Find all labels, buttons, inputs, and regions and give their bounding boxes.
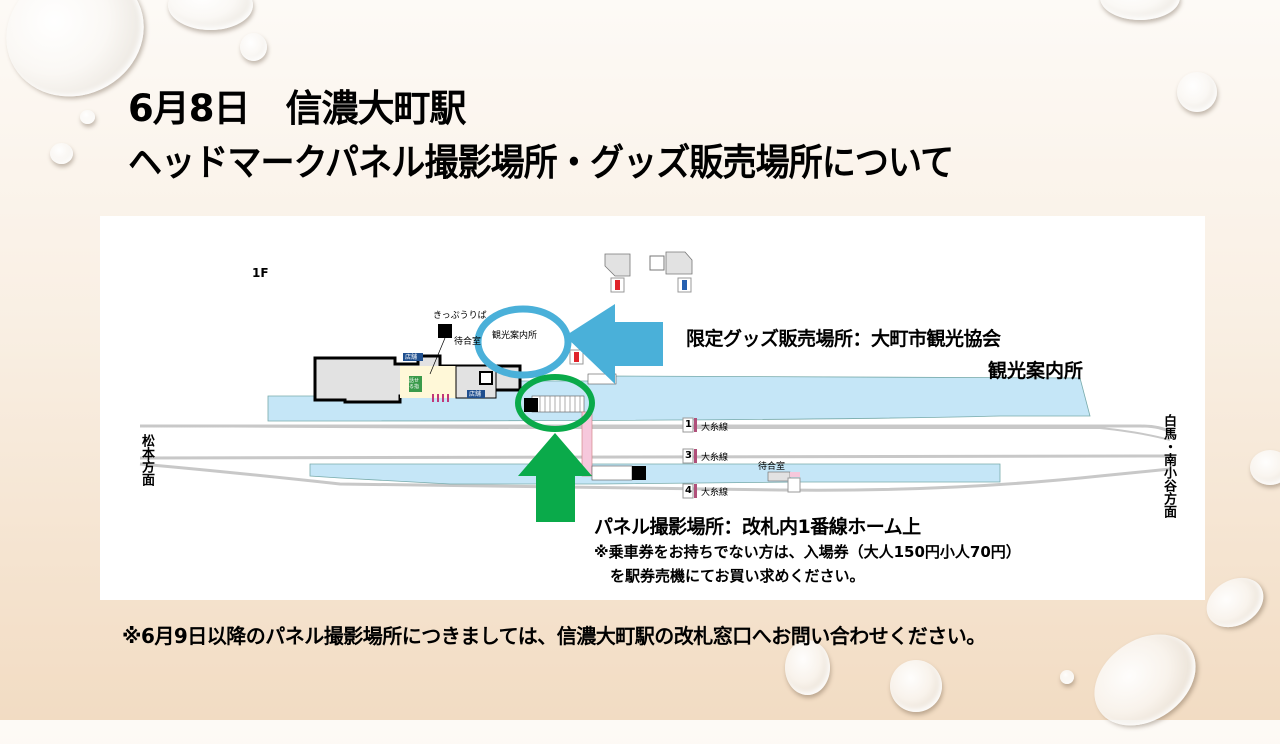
- shop-label: 店舗: [469, 391, 482, 398]
- panel-location-circle: [515, 374, 595, 432]
- locker-icon: [479, 371, 493, 385]
- footnote-inquiry: ※6月9日以降のパネル撮影場所につきましては、信濃大町駅の改札窓口へお問い合わせ…: [122, 624, 986, 648]
- wheelchair-toilet-icon: [649, 255, 665, 271]
- shop-badge: [403, 353, 423, 361]
- toilet-block: [665, 251, 693, 275]
- wheelchair-icon: [787, 477, 801, 493]
- admission-ticket-note: ※乗車券をお持ちでない方は、入場券（大人150円小人70円）: [594, 543, 1021, 561]
- stairs-upper: [587, 373, 617, 385]
- track-line: [139, 425, 1171, 441]
- waiting-room-label: 待合室: [454, 337, 482, 347]
- direction-matsumoto: 松本方面: [139, 434, 154, 486]
- water-drop-decoration: [168, 0, 253, 30]
- water-drop-decoration: [890, 660, 942, 712]
- water-drop-decoration: [50, 143, 73, 164]
- station-map: 1F きっぷうりば 待合室 観光案内所 店舗 店舗 話せる指 1 大糸線 3 大…: [100, 216, 1205, 600]
- track-number: 1: [685, 419, 692, 430]
- panel-arrow-up: [518, 433, 592, 522]
- goods-location-circle: [474, 305, 572, 379]
- floor-label: 1F: [252, 266, 269, 280]
- platform-waiting-room-label: 待合室: [758, 462, 786, 472]
- green-finger-sign: [409, 376, 422, 392]
- goods-location-text-2: 観光案内所: [988, 360, 1084, 382]
- track-marker: [682, 417, 694, 433]
- track-line: [140, 424, 1171, 434]
- slide-title-subject: ヘッドマークパネル撮影場所・グッズ販売場所について: [128, 141, 954, 184]
- track-marker: [682, 483, 694, 499]
- stairs-platform-3-4: [591, 465, 633, 481]
- water-drop-decoration: [1250, 450, 1280, 485]
- water-drop-decoration: [1177, 72, 1217, 112]
- platform-3-4: [309, 463, 1001, 485]
- track-number: 4: [685, 485, 692, 496]
- water-drop-decoration: [80, 110, 95, 124]
- admission-ticket-note-2: を駅券売機にてお買い求めください。: [610, 567, 865, 585]
- green-sign-label: 話せる指: [409, 378, 420, 390]
- ticket-gates: [432, 394, 449, 402]
- ticket-office-label: きっぷうりば: [433, 311, 487, 321]
- toilet-block: [604, 253, 631, 277]
- escalator-icon: [632, 466, 646, 480]
- shop-label: 店舗: [405, 354, 418, 361]
- ticket-machine-icon: [438, 324, 452, 338]
- goods-arrow-left: [565, 304, 663, 384]
- track-line-name: 大糸線: [701, 488, 729, 498]
- track-number: 3: [685, 450, 692, 461]
- track-line-name: 大糸線: [701, 453, 729, 463]
- escalator-icon: [524, 398, 538, 412]
- shop-badge: [467, 390, 485, 398]
- station-map-drawing: [139, 251, 1171, 522]
- water-drop-decoration: [1060, 670, 1074, 684]
- slide-title-date-station: 6月8日 信濃大町駅: [128, 87, 466, 130]
- water-drop-decoration: [1077, 615, 1213, 744]
- goods-location-text: 限定グッズ販売場所：大町市観光協会: [686, 328, 1001, 350]
- water-drop-decoration: [785, 640, 830, 695]
- water-drop-decoration: [1100, 0, 1180, 20]
- track-line-name: 大糸線: [701, 423, 729, 433]
- direction-hakuba-minamiotari: 白馬・南小谷方面: [1161, 414, 1176, 518]
- track-marker: [682, 448, 694, 464]
- water-drop-decoration: [1197, 568, 1273, 637]
- platform-waiting-room: [767, 471, 791, 482]
- track-line: [139, 454, 1171, 460]
- tourist-info-label: 観光案内所: [492, 331, 538, 341]
- water-drop-decoration: [240, 33, 267, 61]
- panel-location-text: パネル撮影場所：改札内1番線ホーム上: [594, 516, 921, 538]
